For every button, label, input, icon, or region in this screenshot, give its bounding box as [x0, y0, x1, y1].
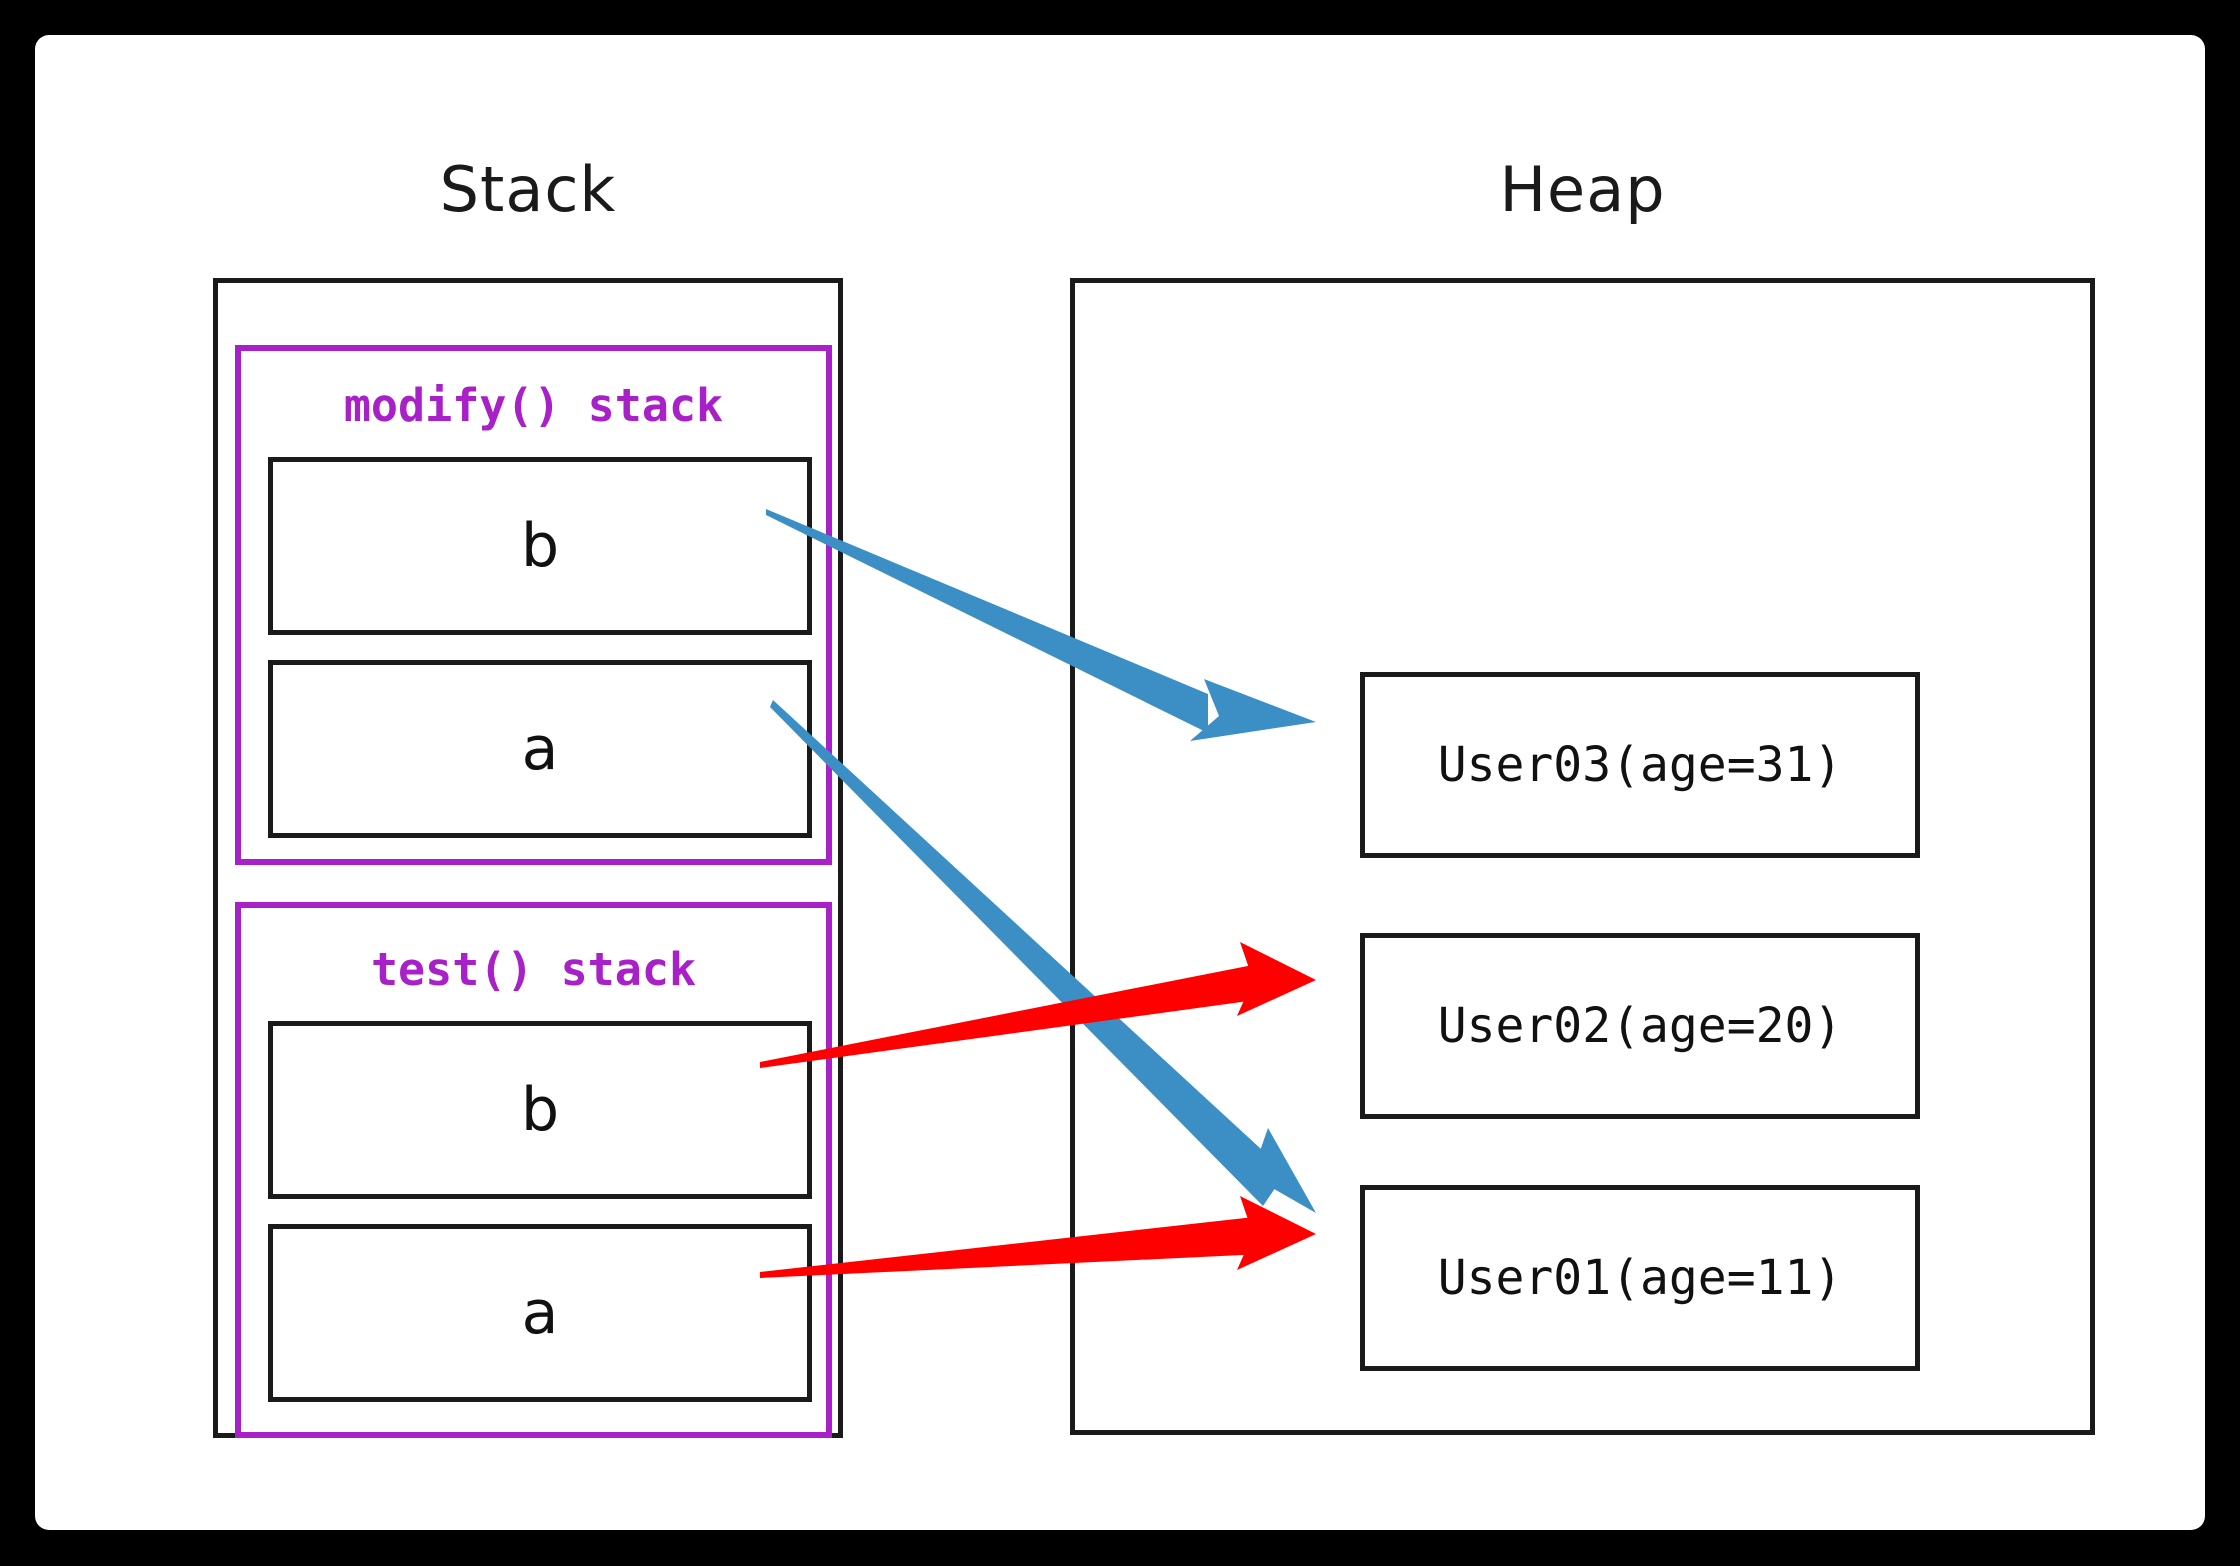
stack-slot-test-b-label: b [520, 1075, 560, 1145]
heap-object-user02[interactable]: User02(age=20) [1360, 933, 1920, 1119]
heap-object-user03-label: User03(age=31) [1437, 737, 1843, 793]
heap-object-user01[interactable]: User01(age=11) [1360, 1185, 1920, 1371]
stack-frame-modify-label: modify() stack [343, 379, 724, 432]
stack-slot-test-a-label: a [521, 1278, 559, 1348]
stack-slot-test-b[interactable]: b [268, 1021, 812, 1199]
diagram-card: Stack Heap modify() stack b a test() sta… [35, 35, 2205, 1530]
heap-column-title: Heap [1499, 153, 1666, 226]
stack-region: modify() stack b a test() stack b a [213, 278, 843, 1438]
heap-object-user03[interactable]: User03(age=31) [1360, 672, 1920, 858]
stack-frame-test-label: test() stack [370, 943, 697, 996]
stack-frame-test: test() stack b a [235, 902, 832, 1438]
stack-slot-modify-b-label: b [520, 511, 560, 581]
stack-slot-modify-a[interactable]: a [268, 660, 812, 838]
stack-frame-modify: modify() stack b a [235, 345, 832, 865]
stack-column-title: Stack [439, 153, 617, 226]
heap-object-user02-label: User02(age=20) [1437, 998, 1843, 1054]
stack-slot-test-a[interactable]: a [268, 1224, 812, 1402]
stack-slot-modify-a-label: a [521, 714, 559, 784]
heap-object-user01-label: User01(age=11) [1437, 1250, 1843, 1306]
heap-region: User03(age=31) User02(age=20) User01(age… [1070, 278, 2095, 1435]
stack-slot-modify-b[interactable]: b [268, 457, 812, 635]
